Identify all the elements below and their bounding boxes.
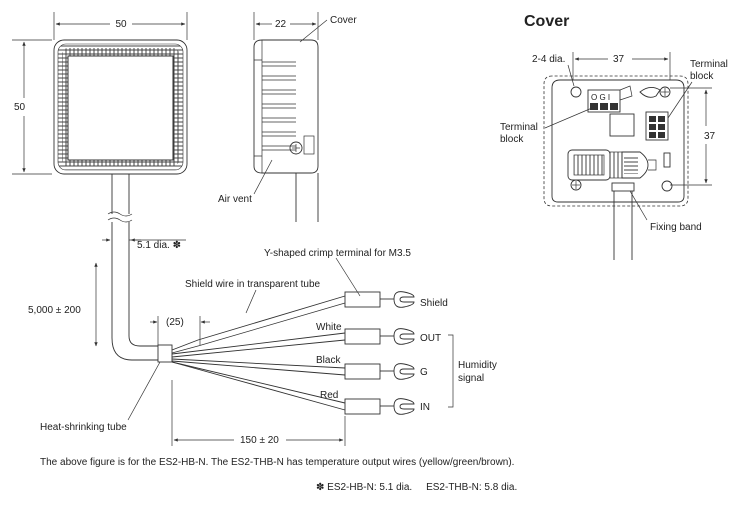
screw-icon [659,86,671,98]
humidity-group-line2: signal [458,373,484,384]
cover-label: Cover [330,15,357,26]
crimp-terminal-red [344,398,415,415]
fixing-band-label: Fixing band [650,222,702,233]
side-view: 22 Cover Air vent [218,12,357,222]
footnote-dia: ✽ ES2-HB-N: 5.1 dia. ES2-THB-N: 5.8 dia. [316,482,517,493]
crimp-terminal-label: Y-shaped crimp terminal for M3.5 [264,248,411,259]
hole-dia-label: 2-4 dia. [532,54,565,65]
crimp-terminal-black [344,363,415,380]
air-vent-label: Air vent [218,194,252,205]
cover-outline [543,75,689,207]
wire-color-black: Black [316,355,341,366]
footnote-main: The above figure is for the ES2-HB-N. Th… [40,457,514,468]
terminal-block-right-label2: block [690,71,714,82]
humidity-group-line1: Humidity [458,360,497,371]
wire-color-white: White [316,322,342,333]
wire-color-red: Red [320,390,338,401]
terminal-block-left-label1: Terminal [500,122,538,133]
front-height-dim: 50 [14,102,26,113]
crimp-terminal-white [344,328,415,345]
mount-hole-icon [661,180,673,192]
terminal-label-in: IN [420,402,430,413]
cable-dia-label: 5.1 dia. ✽ [137,240,181,251]
fixing-band [611,182,635,192]
side-depth-dim: 22 [275,19,287,30]
cover-height-dim: 37 [704,131,716,142]
terminal-block-left-label2: block [500,134,524,145]
terminal-block-top [587,89,621,113]
heat-shrink-label: Heat-shrinking tube [40,422,127,433]
strip-length-label: (25) [166,317,184,328]
shield-wire-label: Shield wire in transparent tube [185,279,321,290]
screw-icon [289,141,303,155]
terminal-block-right [645,111,669,141]
sensor-body-front [53,39,188,175]
cover-view: Cover 37 37 2-4 dia. O G I [500,13,728,260]
front-view: 50 50 Heat-shrinking tube 5.1 dia. ✽ 5,0… [12,12,497,446]
front-width-dim: 50 [115,19,127,30]
cable-length-label: 5,000 ± 200 [28,305,81,316]
terminal-marks: O G I [591,93,610,102]
terminal-label-out: OUT [420,333,441,344]
sensor-body-side [253,39,319,174]
wire-length-label: 150 ± 20 [240,435,279,446]
cover-width-dim: 37 [613,54,625,65]
crimp-terminal-shield [344,291,415,308]
mount-hole-icon [570,86,582,98]
cover-title: Cover [524,13,569,30]
heat-shrink-tube [157,344,173,363]
terminal-label-g: G [420,367,428,378]
terminal-label-shield: Shield [420,298,448,309]
terminal-block-right-label1: Terminal [690,59,728,70]
